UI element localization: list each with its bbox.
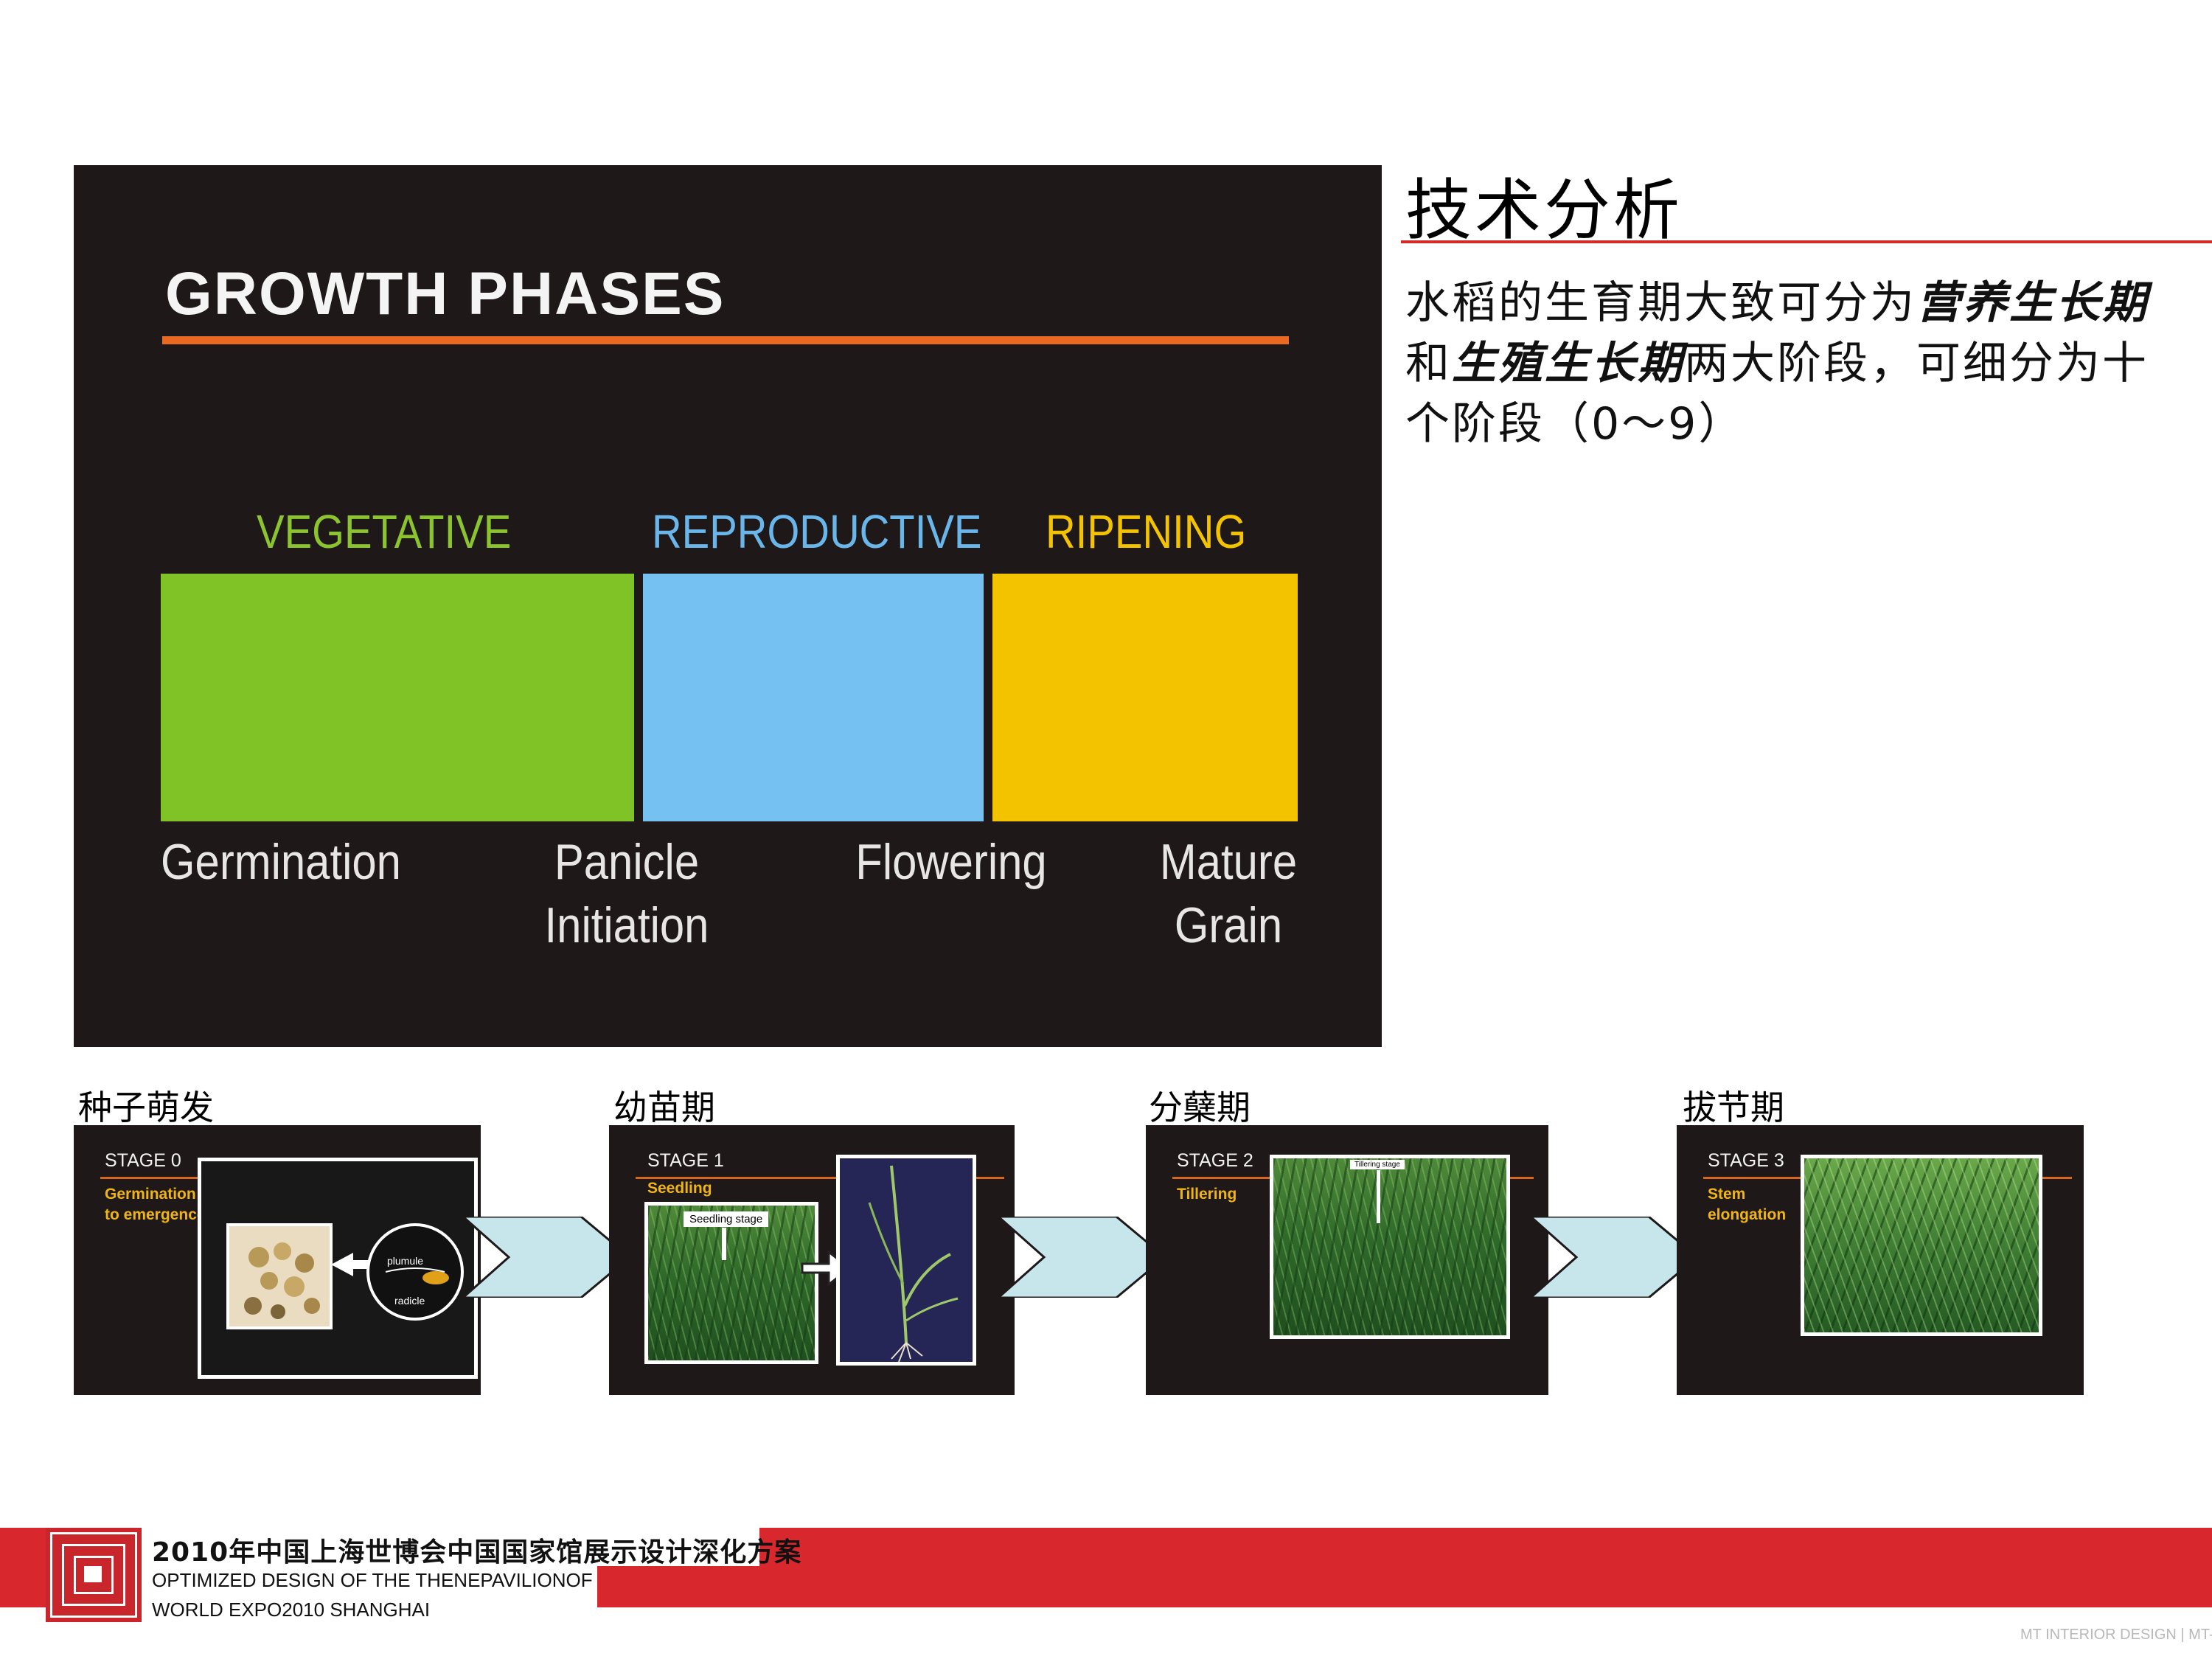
chevron-right-icon (998, 1217, 1167, 1298)
milestone-flowering: Flowering (855, 834, 1047, 890)
stage-rule (636, 1177, 1004, 1179)
stage-caption-2: 分蘖期 (1149, 1088, 1251, 1127)
phase-block-reproductive (643, 574, 984, 821)
radicle-label: radicle (394, 1295, 425, 1307)
stage-desc-line1: Tillering (1177, 1186, 1237, 1203)
milestone-panicle-initiation: Panicle Initiation (544, 834, 709, 953)
stage-label: STAGE 3 (1708, 1150, 1784, 1171)
plumule-label: plumule (387, 1255, 423, 1267)
stage-2-panel: STAGE 2 Tillering Tillering stage (1146, 1125, 1548, 1395)
tillering-sign: Tillering stage (1350, 1160, 1405, 1169)
chevron-right-icon (1531, 1217, 1700, 1298)
phase-label-vegetative: VEGETATIVE (257, 505, 512, 558)
stage-caption-1: 幼苗期 (613, 1088, 715, 1127)
stage-label: STAGE 1 (647, 1150, 724, 1171)
analysis-paragraph: 水稻的生育期大致可分为营养生长期和生殖生长期两大阶段，可细分为十个阶段（0～9） (1405, 277, 2149, 450)
stage-desc-line2: elongation (1708, 1206, 1787, 1223)
footer-title-cn: 2010年中国上海世博会中国国家馆展示设计深化方案 (152, 1537, 802, 1568)
stem-elongation-photo (1801, 1155, 2042, 1336)
stage-desc-line2: to emergence (105, 1206, 206, 1223)
phase-label-ripening: RIPENING (1046, 505, 1247, 558)
watermark: MT INTERIOR DESIGN | MT-BBS (2020, 1627, 2212, 1643)
section-heading: 技术分析 (1405, 172, 1683, 249)
seedling-field-photo: Seedling stage (644, 1202, 818, 1364)
emphasis-reproductive: 生殖生长期 (1452, 338, 1684, 389)
stage-desc-line1: Stem (1708, 1186, 1746, 1203)
heading-underline (1401, 240, 2212, 243)
seedling-plant-photo (836, 1155, 976, 1366)
milestone-germination: Germination (161, 834, 401, 890)
seedling-plant-illustration (868, 1165, 959, 1362)
tillering-field-photo: Tillering stage (1270, 1155, 1510, 1339)
stage-3-panel: STAGE 3 Stem elongation (1677, 1125, 2084, 1395)
stage-1-panel: STAGE 1 Seedling Seedling stage (609, 1125, 1015, 1395)
germination-illustration: plumule radicle (226, 1223, 464, 1329)
phase-block-ripening (992, 574, 1298, 821)
stage-label: STAGE 0 (105, 1150, 181, 1171)
stage-0-panel: STAGE 0 Germination to emergence plumule… (74, 1125, 481, 1395)
growth-phases-panel: GROWTH PHASES VEGETATIVE REPRODUCTIVE RI… (74, 165, 1382, 1047)
title-underline (162, 336, 1289, 344)
footer-title-en-2: WORLD EXPO2010 SHANGHAI (152, 1599, 431, 1621)
seedling-sign: Seedling stage (684, 1211, 769, 1227)
stage-desc-line1: Seedling (647, 1180, 712, 1197)
footer-title-en-1: OPTIMIZED DESIGN OF THE THENEPAVILIONOF (152, 1569, 593, 1591)
stage-caption-0: 种子萌发 (78, 1088, 214, 1127)
phase-block-vegetative (161, 574, 634, 821)
phase-label-reproductive: REPRODUCTIVE (652, 505, 982, 558)
milestone-mature-grain: Mature Grain (1159, 834, 1298, 953)
stage-label: STAGE 2 (1177, 1150, 1253, 1171)
expo-logo (46, 1528, 142, 1622)
emphasis-vegetative: 营养生长期 (1916, 277, 2149, 329)
germination-photo: plumule radicle (198, 1158, 478, 1379)
chevron-right-icon (463, 1217, 632, 1298)
panel-title: GROWTH PHASES (165, 260, 726, 327)
stage-caption-3: 拔节期 (1683, 1088, 1784, 1127)
stage-desc-line1: Germination (105, 1186, 196, 1203)
